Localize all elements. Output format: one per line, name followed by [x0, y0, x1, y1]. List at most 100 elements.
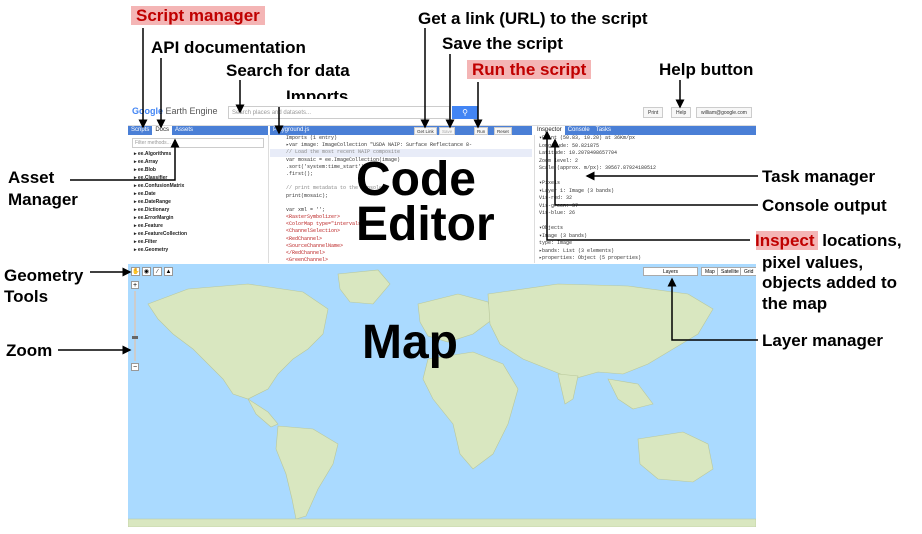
script-manager-label: Script manager	[131, 6, 265, 25]
asset-manager-label-2: Manager	[8, 190, 78, 209]
tab-docs[interactable]: Docs	[152, 126, 173, 135]
map-type-grid[interactable]: Grid	[740, 267, 756, 276]
zoom-slider-track[interactable]	[134, 291, 136, 361]
zoom-slider-handle[interactable]	[132, 336, 138, 339]
search-button[interactable]: ⚲	[452, 106, 478, 119]
code-line[interactable]: <GreenChannel>	[286, 257, 329, 263]
inspector-line: ▾Pixels	[539, 180, 561, 186]
inspector-line: Scale (approx. m/px): 39567.87924180512	[539, 165, 657, 171]
code-line[interactable]: var mosaic = ee.ImageCollection(image)	[286, 156, 401, 163]
script-title: Playground.js	[273, 127, 310, 133]
world-map	[128, 269, 756, 527]
tab-scripts[interactable]: Scripts	[131, 127, 150, 133]
hand-tool-icon[interactable]: ✋	[131, 267, 140, 276]
map-view[interactable]: ✋ ◉ ∕ ▲ + − Layers Map Satellite Grid	[128, 264, 756, 527]
doc-item[interactable]: ▸ ee.Filter	[134, 239, 158, 245]
southeast-asia-shape	[607, 378, 654, 410]
doc-item[interactable]: ▸ ee.Feature	[134, 223, 163, 229]
doc-item[interactable]: ▸ ee.Array	[134, 159, 158, 165]
india-shape	[557, 373, 579, 405]
doc-item[interactable]: ▸ ee.DateRange	[134, 199, 171, 205]
zoom-in-icon[interactable]: +	[131, 281, 139, 289]
save-script-label: Save the script	[442, 34, 563, 53]
code-line[interactable]: <RedChannel>	[286, 235, 323, 242]
code-line[interactable]: print(mosaic);	[286, 192, 329, 199]
inspector-line: Zoom level: 2	[539, 157, 579, 164]
zoom-control[interactable]: + −	[131, 281, 139, 371]
code-line[interactable]: <ChannelSelection>	[286, 228, 341, 235]
imports-header[interactable]: Imports (1 entry)	[286, 135, 338, 141]
polygon-tool-icon[interactable]: ▲	[164, 267, 173, 276]
code-line[interactable]: .sort('system:time_start')	[286, 163, 365, 170]
reset-button[interactable]: Reset	[494, 127, 512, 135]
code-line[interactable]: var xml = '';	[286, 206, 326, 213]
top-bar: Google Earth Engine Search places and da…	[128, 99, 756, 126]
doc-item[interactable]: ▸ ee.Geometry	[134, 247, 169, 253]
code-line[interactable]: // print metadata to the console	[286, 185, 383, 192]
code-line[interactable]: ▸var image: ImageCollection "USDA NAIP: …	[286, 142, 473, 149]
doc-item[interactable]: ▸ ee.ConfusionMatrix	[134, 183, 185, 189]
inspect-label-1: Inspect locations,	[752, 231, 902, 250]
doc-item[interactable]: ▸ ee.Algorithms	[134, 151, 172, 157]
inspector-line: Vis-blue: 26	[539, 210, 576, 216]
save-button[interactable]: Save	[439, 127, 456, 135]
code-lines: ▸var image: ImageCollection "USDA NAIP: …	[270, 142, 532, 263]
app-logo: Google Earth Engine	[132, 106, 218, 116]
code-editor[interactable]: Imports (1 entry) ▸var image: ImageColle…	[270, 135, 532, 263]
task-manager-label: Task manager	[762, 167, 876, 186]
help-button-label: Help button	[659, 60, 754, 79]
europe-shape	[417, 293, 494, 343]
code-line[interactable]: <RasterSymbolizer>	[286, 214, 341, 221]
inspect-text-1: locations,	[817, 231, 902, 250]
zoom-out-icon[interactable]: −	[131, 363, 139, 371]
code-line[interactable]: // Load the most recent NAIP composite	[270, 149, 532, 157]
logo-google: Google	[132, 106, 163, 116]
doc-item[interactable]: ▸ ee.Date	[134, 191, 156, 197]
tab-tasks[interactable]: Tasks	[595, 127, 612, 133]
south-america-shape	[275, 425, 339, 520]
help-button[interactable]: Help	[671, 107, 692, 118]
inspector-line: ▾Objects	[539, 225, 564, 231]
doc-item[interactable]: ▸ ee.Classifier	[134, 175, 168, 181]
inspector-line: ▸properties: Object (5 properties)	[539, 255, 642, 261]
australia-shape	[637, 431, 714, 483]
doc-item[interactable]: ▸ ee.ErrorMargin	[134, 215, 174, 221]
line-tool-icon[interactable]: ∕	[153, 267, 162, 276]
inspector-line: Latitude: 10.2078498657704	[539, 150, 618, 156]
code-line[interactable]: </RedChannel>	[286, 250, 326, 256]
code-editor-header: Playground.js	[270, 126, 532, 135]
antarctica-shape	[128, 518, 756, 527]
run-script-label: Run the script	[467, 60, 592, 79]
tab-inspector[interactable]: Inspector	[534, 126, 565, 135]
console-output-label: Console output	[762, 196, 887, 215]
doc-item[interactable]: ▸ ee.FeatureCollection	[134, 231, 188, 237]
point-tool-icon[interactable]: ◉	[142, 267, 151, 276]
map-type-satellite[interactable]: Satellite	[717, 267, 743, 276]
inspect-highlight: Inspect	[752, 231, 818, 250]
code-line[interactable]: <ColorMap type="intervals">	[286, 221, 368, 228]
doc-item[interactable]: ▸ ee.Dictionary	[134, 207, 170, 213]
print-button[interactable]: Print	[643, 107, 664, 118]
map-title: Map	[362, 316, 458, 369]
tab-assets[interactable]: Assets	[175, 127, 194, 133]
asia-shape	[487, 283, 714, 380]
geometry-tools-label-2: Tools	[4, 287, 49, 306]
code-editor-title-1: Code	[356, 153, 476, 206]
api-documentation-label: API documentation	[151, 38, 306, 57]
inspect-label-3: objects added to	[762, 273, 898, 292]
run-button[interactable]: Run	[474, 127, 489, 135]
inspector-line: ▾Image (3 bands)	[539, 232, 588, 239]
code-editor-title-2: Editor	[356, 198, 495, 251]
filter-methods-input[interactable]: Filter methods...	[132, 138, 264, 148]
code-line[interactable]: <SourceChannelName>	[286, 242, 344, 249]
inspector-lines: ▾Point (50.83, 10.20) at 36Km/px Longitu…	[535, 135, 756, 263]
code-line[interactable]: .first();	[286, 170, 314, 177]
inspector-line: Vis-green: 37	[539, 202, 579, 209]
get-link-button[interactable]: Get Link	[414, 127, 437, 135]
search-input[interactable]: Search places and datasets...	[228, 106, 450, 119]
doc-item[interactable]: ▸ ee.Blob	[134, 167, 156, 173]
central-america-shape	[247, 398, 279, 428]
tab-console[interactable]: Console	[567, 127, 590, 133]
account-button[interactable]: william@google.com	[696, 107, 752, 118]
layers-button[interactable]: Layers	[643, 267, 698, 276]
